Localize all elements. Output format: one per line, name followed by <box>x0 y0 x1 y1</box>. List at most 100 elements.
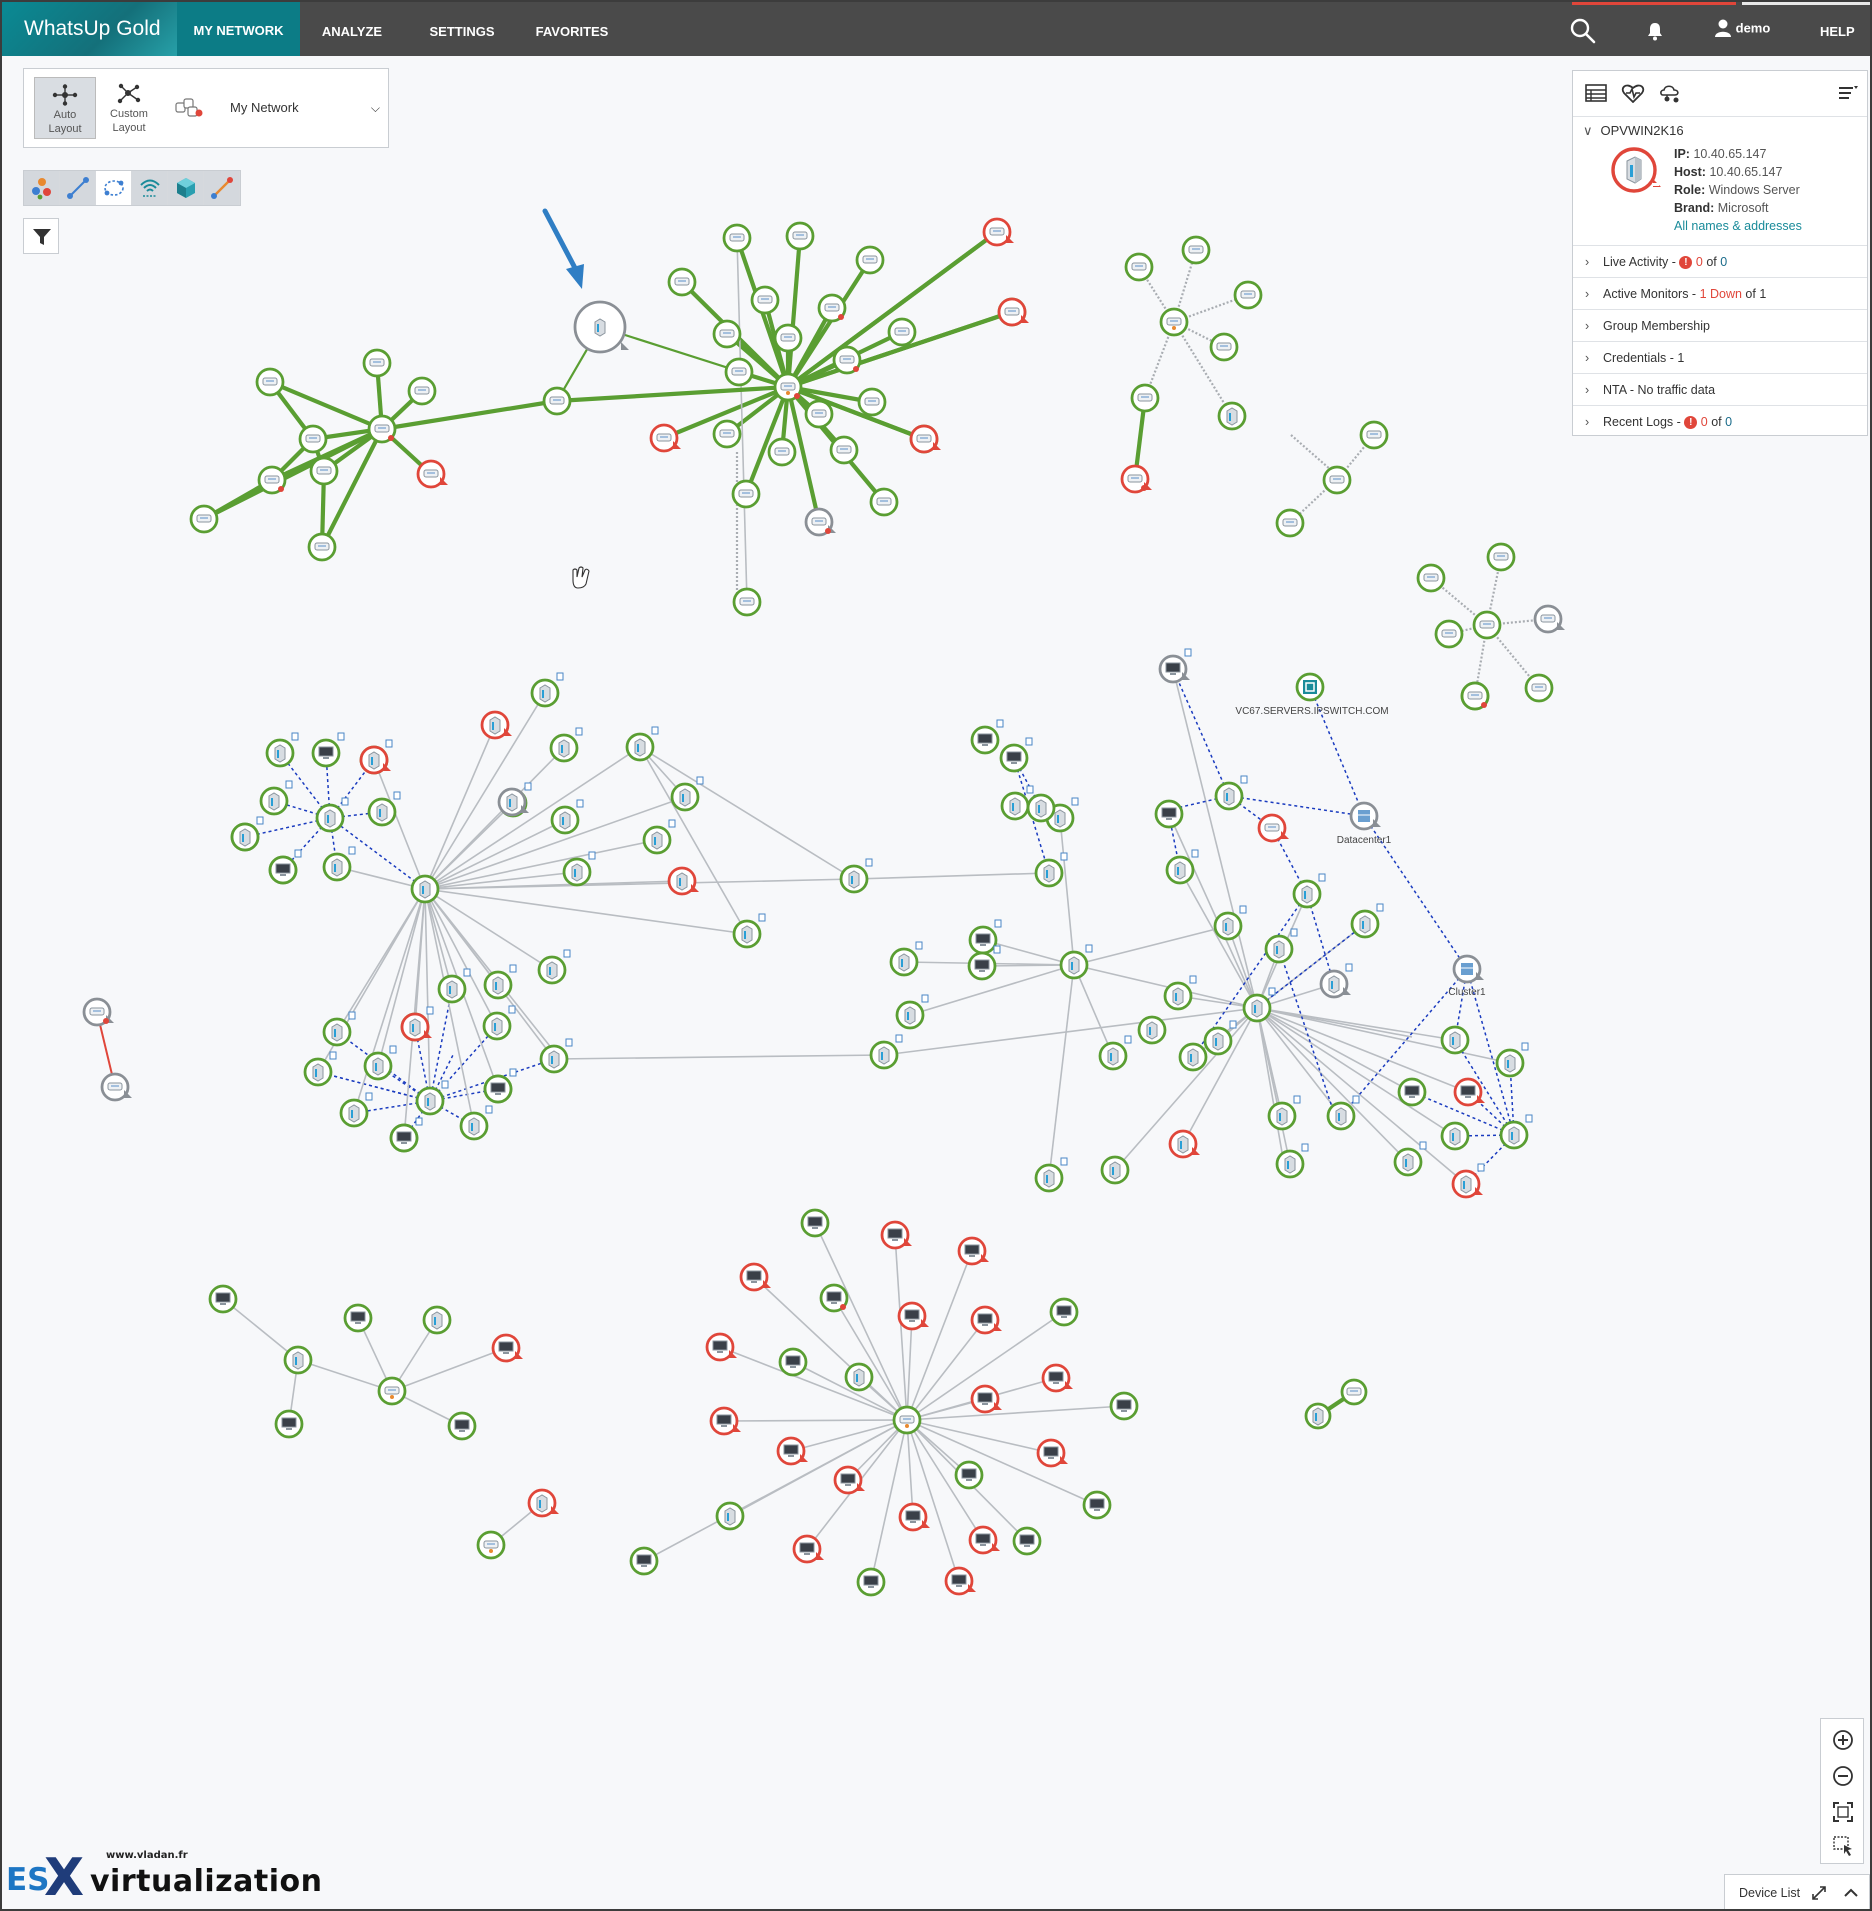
nta-row[interactable]: ›NTA - No traffic data <box>1573 373 1867 405</box>
all-names-addresses-link[interactable]: All names & addresses <box>1674 219 1802 233</box>
workstation-node[interactable] <box>833 1465 865 1495</box>
hub-node[interactable] <box>892 1405 922 1435</box>
switch-node[interactable] <box>773 323 803 353</box>
server-node[interactable] <box>1168 1129 1200 1159</box>
server-node[interactable] <box>549 727 583 763</box>
workstation-node[interactable] <box>778 1347 808 1377</box>
virtual-links-button[interactable] <box>96 171 132 205</box>
server-node[interactable] <box>1242 987 1276 1023</box>
switch-node[interactable] <box>857 387 887 417</box>
switch-node[interactable] <box>767 437 797 467</box>
network-topology-icon[interactable] <box>1659 83 1683 103</box>
server-node[interactable] <box>530 672 564 708</box>
server-node[interactable] <box>1264 928 1298 964</box>
server-node[interactable] <box>1292 873 1326 909</box>
switch-node[interactable] <box>189 504 219 534</box>
switch-node[interactable] <box>367 414 397 444</box>
server-node[interactable] <box>1495 1042 1529 1078</box>
workstation-node[interactable] <box>800 1208 830 1238</box>
workstation-node[interactable] <box>705 1332 737 1362</box>
server-node[interactable] <box>562 851 596 887</box>
server-node[interactable] <box>1034 852 1068 888</box>
switch-node[interactable] <box>997 297 1029 327</box>
switch-node[interactable] <box>832 345 862 375</box>
hub-node[interactable] <box>1159 307 1189 337</box>
filter-button[interactable] <box>23 218 59 254</box>
datacenter-node[interactable] <box>1349 801 1381 831</box>
switch-node[interactable] <box>1233 280 1263 310</box>
wan-links-button[interactable] <box>204 171 240 205</box>
server-node[interactable] <box>1000 785 1034 821</box>
switch-node[interactable] <box>1340 1378 1368 1406</box>
server-node[interactable] <box>265 732 299 768</box>
workstation-node[interactable] <box>274 1409 304 1439</box>
server-node[interactable] <box>573 300 629 354</box>
server-node[interactable] <box>482 1005 516 1041</box>
recent-logs-row[interactable]: ›Recent Logs - ! 0 of 0 <box>1573 405 1867 437</box>
server-node[interactable] <box>1499 1114 1533 1150</box>
workstation-node[interactable] <box>968 919 1002 955</box>
server-node[interactable] <box>1326 1095 1360 1131</box>
server-node[interactable] <box>259 780 293 816</box>
server-node[interactable] <box>869 1034 903 1070</box>
server-node[interactable] <box>1100 1155 1130 1185</box>
workstation-node[interactable] <box>968 1525 1000 1555</box>
device-name-header[interactable]: ∨OPVWIN2K16 <box>1583 123 1684 139</box>
workstation-node[interactable] <box>792 1534 824 1564</box>
bell-icon[interactable] <box>1644 20 1666 42</box>
switch-node[interactable] <box>750 285 780 315</box>
switch-node[interactable] <box>869 487 899 517</box>
workstation-node[interactable] <box>970 1305 1002 1335</box>
switch-node[interactable] <box>712 419 742 449</box>
server-node[interactable] <box>322 1011 356 1047</box>
workstation-node[interactable] <box>1082 1490 1112 1520</box>
server-node[interactable] <box>1319 963 1353 999</box>
workstation-node[interactable] <box>1397 1077 1427 1107</box>
server-node[interactable] <box>459 1105 493 1141</box>
server-node[interactable] <box>1213 905 1247 941</box>
expand-icon[interactable] <box>1809 1875 1829 1911</box>
switch-node[interactable] <box>649 423 681 453</box>
workstation-node[interactable] <box>268 855 298 885</box>
server-node[interactable] <box>1214 775 1248 811</box>
server-node[interactable] <box>1178 1036 1212 1072</box>
server-node[interactable] <box>322 846 356 882</box>
workstation-node[interactable] <box>739 1262 771 1292</box>
help-link[interactable]: HELP <box>1820 24 1855 39</box>
workstation-node[interactable] <box>944 1566 976 1596</box>
panel-menu-icon[interactable] <box>1837 83 1859 103</box>
workstation-node[interactable] <box>954 1460 984 1490</box>
server-node[interactable] <box>1440 1121 1470 1151</box>
switch-node[interactable] <box>1257 813 1289 843</box>
nav-settings[interactable]: SETTINGS <box>429 24 495 39</box>
workstation-node[interactable] <box>709 1406 741 1436</box>
nav-favorites[interactable]: FAVORITES <box>535 24 609 39</box>
server-node[interactable] <box>895 994 929 1030</box>
fit-to-screen-icon[interactable] <box>1832 1801 1854 1823</box>
switch-node[interactable] <box>416 459 448 489</box>
workstation-node[interactable] <box>1109 1391 1139 1421</box>
server-node[interactable] <box>1098 1035 1132 1071</box>
switch-node[interactable] <box>855 245 885 275</box>
switch-node[interactable] <box>1181 235 1211 265</box>
switch-node[interactable] <box>804 507 836 537</box>
workstation-node[interactable] <box>311 732 345 768</box>
server-node[interactable] <box>415 1080 449 1116</box>
switch-node[interactable] <box>667 267 697 297</box>
chevron-up-icon[interactable] <box>1841 1875 1861 1911</box>
switch-node[interactable] <box>100 1072 132 1102</box>
server-node[interactable] <box>480 710 512 740</box>
device-list-bar[interactable]: Device List <box>1724 1874 1870 1911</box>
workstation-node[interactable] <box>856 1567 886 1597</box>
auto-layout-button[interactable]: Auto Layout <box>34 77 96 139</box>
cluster-node[interactable] <box>1452 954 1484 984</box>
switch-node[interactable] <box>1275 508 1305 538</box>
workstation-node[interactable] <box>970 1384 1002 1414</box>
server-node[interactable] <box>339 1092 373 1128</box>
server-node[interactable] <box>230 822 260 852</box>
switch-node[interactable] <box>732 587 762 617</box>
workstation-node[interactable] <box>776 1436 808 1466</box>
server-node[interactable] <box>715 1501 745 1531</box>
chevron-down-icon[interactable]: ⌵ <box>370 101 380 115</box>
switch-node[interactable] <box>817 293 847 323</box>
